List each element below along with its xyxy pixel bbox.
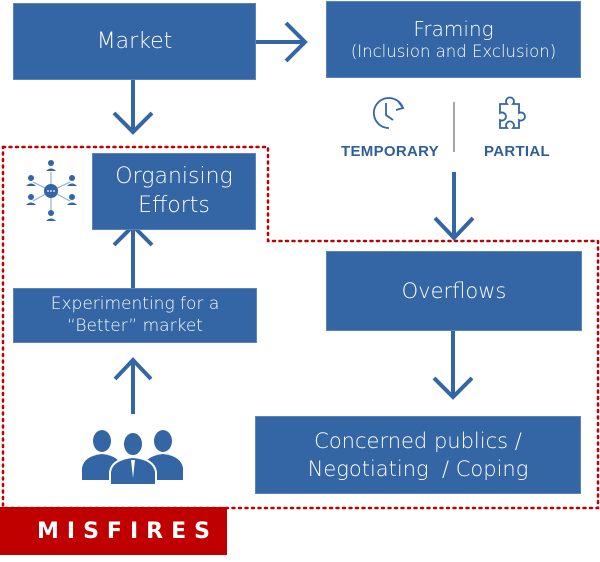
misfires-text: MISFIRES <box>37 518 218 544</box>
misfires-label: MISFIRES <box>0 507 227 555</box>
clock-refresh-icon <box>373 97 405 129</box>
people-group-icon <box>82 430 183 486</box>
organising-line1: Organising <box>115 163 233 189</box>
partial-tag: PARTIAL <box>484 143 550 160</box>
organising-line2: Efforts <box>138 192 210 218</box>
misfires-region-border <box>1 145 600 510</box>
concerned-line2: Negotiating / Coping <box>307 457 529 481</box>
concerned-publics-box: Concerned publics / Negotiating / Coping <box>255 416 581 494</box>
framing-box: Framing (Inclusion and Exclusion) <box>326 1 581 78</box>
market-label: Market <box>96 28 173 54</box>
arrow-market-to-framing <box>256 21 308 63</box>
concerned-line1: Concerned publics / <box>314 428 522 453</box>
market-box: Market <box>13 3 256 80</box>
experimenting-line2: “Better” market <box>67 315 203 336</box>
arrow-experimenting-to-organising <box>112 223 154 290</box>
network-people-icon <box>26 160 77 221</box>
arrow-framing-to-overflows <box>433 172 475 241</box>
organising-efforts-box: Organising Efforts <box>92 153 256 230</box>
experimenting-line1: Experimenting for a <box>50 294 220 315</box>
arrow-people-to-experimenting <box>113 357 153 414</box>
framing-subtitle: (Inclusion and Exclusion) <box>350 41 557 61</box>
overflows-label: Overflows <box>401 278 507 303</box>
temporary-tag: TEMPORARY <box>341 143 439 160</box>
overflows-box: Overflows <box>326 251 582 331</box>
arrow-overflows-to-concerned <box>432 330 474 400</box>
puzzle-piece-icon <box>499 96 526 129</box>
framing-title: Framing <box>413 16 494 41</box>
experimenting-box: Experimenting for a “Better” market <box>13 288 257 343</box>
arrow-market-to-organising <box>112 78 154 135</box>
